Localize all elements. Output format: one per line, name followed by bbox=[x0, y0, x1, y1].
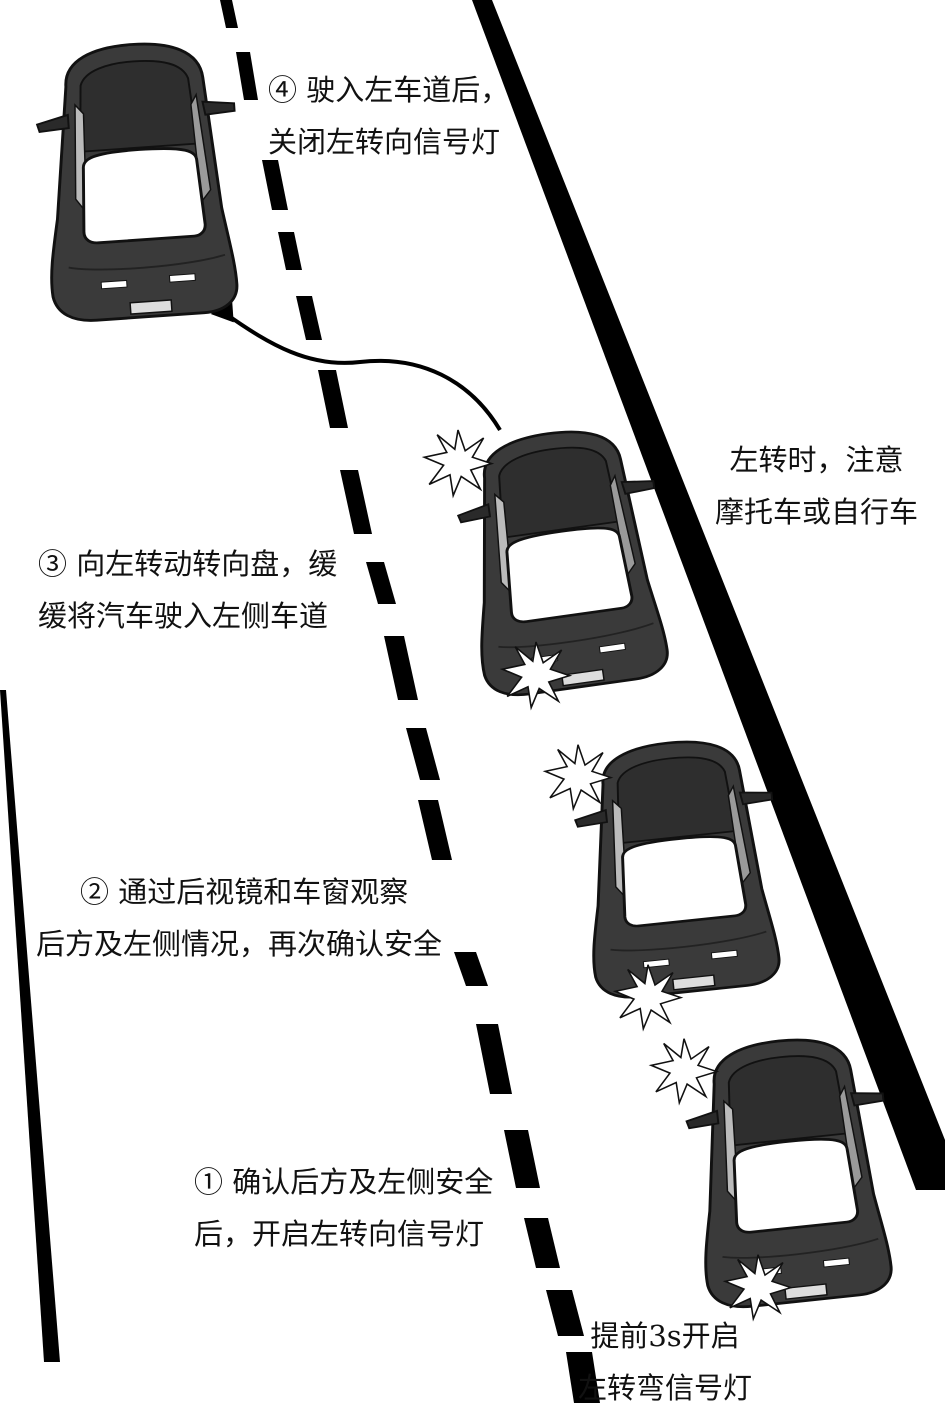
caption-signal-line1: 提前3s开启 bbox=[590, 1319, 740, 1353]
flash-car1-front bbox=[650, 1038, 718, 1104]
caption-step2: ② 通过后视镜和车窗观察 后方及左侧情况，再次确认安全 bbox=[36, 866, 442, 970]
caption-step1-line2: 后，开启左转向信号灯 bbox=[194, 1217, 485, 1251]
caption-warning-line1: 左转时，注意 bbox=[729, 443, 904, 477]
flash-car3-front bbox=[423, 429, 493, 497]
caption-step1-line1: ① 确认后方及左侧安全 bbox=[194, 1165, 494, 1199]
caption-step4: ④ 驶入左车道后， 关闭左转向信号灯 bbox=[268, 64, 509, 168]
caption-step3: ③ 向左转动转向盘，缓 缓将汽车驶入左侧车道 bbox=[38, 538, 337, 642]
road-center-dashed-line bbox=[220, 0, 600, 1403]
road-left-edge bbox=[0, 690, 60, 1362]
caption-step3-line2: 缓将汽车驶入左侧车道 bbox=[38, 599, 329, 633]
caption-warning-line2: 摩托车或自行车 bbox=[715, 495, 919, 529]
caption-signal-line2: 左转弯信号灯 bbox=[578, 1371, 753, 1405]
caption-step4-line2: 关闭左转向信号灯 bbox=[268, 125, 501, 159]
caption-step2-line2: 后方及左侧情况，再次确认安全 bbox=[36, 927, 443, 961]
caption-step3-line1: ③ 向左转动转向盘，缓 bbox=[38, 547, 338, 581]
car-step2 bbox=[566, 731, 793, 1003]
road-right-edge bbox=[472, 0, 945, 1190]
caption-warning: 左转时，注意 摩托车或自行车 bbox=[715, 434, 918, 538]
flash-car2-front bbox=[544, 744, 612, 810]
caption-signal-note: 提前3s开启 左转弯信号灯 bbox=[578, 1310, 752, 1414]
caption-step2-line1: ② 通过后视镜和车窗观察 bbox=[80, 875, 409, 909]
caption-step1: ① 确认后方及左侧安全 后，开启左转向信号灯 bbox=[194, 1156, 493, 1260]
car-step4 bbox=[30, 36, 250, 325]
lane-change-arrow bbox=[224, 312, 502, 432]
caption-step4-line1: ④ 驶入左车道后， bbox=[268, 73, 510, 107]
